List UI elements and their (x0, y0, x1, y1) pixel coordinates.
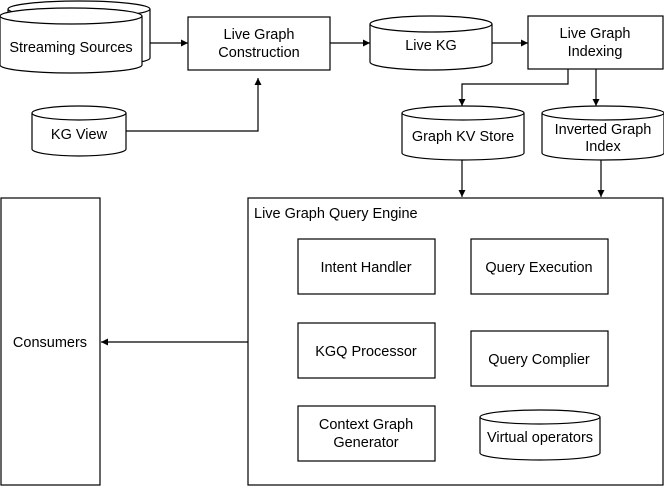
edges (101, 39, 605, 409)
context-graph-generator-label-line1: Context Graph (319, 417, 413, 433)
intent-handler-label: Intent Handler (320, 260, 411, 276)
node-virtual-operators: Virtual operators (479, 409, 601, 461)
node-query-compiler: Query Complier (470, 330, 609, 387)
inverted-graph-index-label-line2: Index (585, 139, 621, 155)
graph-kv-store-label: Graph KV Store (412, 129, 514, 145)
edge-indexing-to-kv-store (458, 69, 569, 106)
edge-kg-view-to-construction (126, 78, 262, 132)
node-live-graph-indexing: Live Graph Indexing (527, 15, 664, 70)
kg-view-label: KG View (51, 127, 108, 143)
kgq-processor-label: KGQ Processor (315, 344, 417, 360)
node-kg-view: KG View (31, 105, 127, 157)
inverted-graph-index-label-line1: Inverted Graph (555, 122, 652, 138)
node-intent-handler: Intent Handler (297, 238, 436, 295)
node-query-execution: Query Execution (470, 238, 609, 295)
node-streaming-sources: Streaming Sources (0, 0, 151, 74)
node-graph-kv-store: Graph KV Store (401, 105, 525, 161)
streaming-sources-label: Streaming Sources (9, 40, 132, 56)
live-kg-label: Live KG (405, 38, 457, 54)
live-graph-indexing-label-line1: Live Graph (560, 26, 631, 42)
node-inverted-graph-index: Inverted Graph Index (541, 105, 664, 161)
live-graph-indexing-label-line2: Indexing (568, 44, 623, 60)
node-live-graph-construction: Live Graph Construction (187, 16, 331, 71)
node-consumers: Consumers (0, 197, 101, 486)
node-query-engine: Live Graph Query Engine Intent Handler Q… (247, 197, 664, 486)
query-engine-title: Live Graph Query Engine (254, 206, 418, 222)
node-live-kg: Live KG (369, 15, 493, 71)
query-execution-label: Query Execution (485, 260, 592, 276)
context-graph-generator-label-line2: Generator (333, 435, 398, 451)
node-kgq-processor: KGQ Processor (297, 322, 436, 379)
virtual-operators-label: Virtual operators (487, 430, 593, 446)
live-graph-construction-label-line2: Construction (218, 45, 299, 61)
query-compiler-label: Query Complier (488, 352, 590, 368)
consumers-label: Consumers (13, 335, 87, 351)
live-graph-construction-label-line1: Live Graph (224, 27, 295, 43)
node-context-graph-generator: Context Graph Generator (297, 405, 436, 462)
